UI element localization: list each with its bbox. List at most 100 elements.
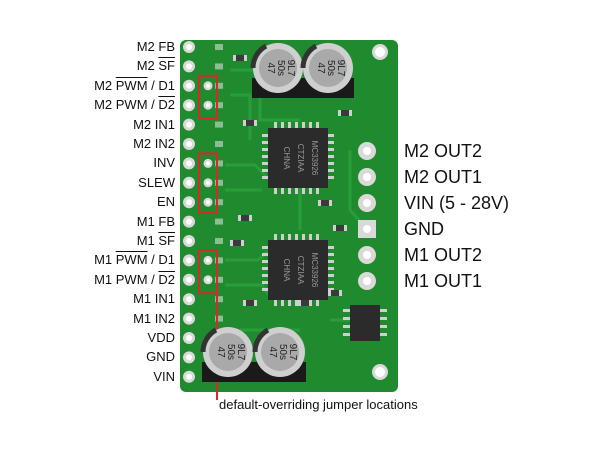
- left-pin-hole: [186, 160, 192, 167]
- left-pin-label: M1 PWM / D2: [94, 272, 175, 288]
- left-pin-hole: [186, 315, 192, 322]
- chip-pin: [328, 134, 334, 137]
- smd-terminal: [344, 225, 347, 231]
- pin-label-text: INV: [153, 155, 175, 171]
- pcb-board: [180, 40, 398, 392]
- pin-label-active-low: D2: [158, 271, 175, 287]
- capacitor-marking: 50s: [325, 60, 336, 76]
- small-ic-pin: [343, 309, 350, 312]
- capacitor-polarity-stripe: [200, 327, 218, 353]
- chip-pin: [302, 188, 305, 194]
- jumper-hole: [206, 180, 210, 185]
- smd-pad: [215, 121, 223, 128]
- smd-component: [235, 55, 245, 61]
- jumper-hole: [206, 258, 210, 263]
- pin-label-text: M1 IN2: [133, 310, 175, 326]
- chip-pin: [281, 234, 284, 240]
- chip-pin: [262, 288, 268, 291]
- chip-pin: [295, 188, 298, 194]
- chip-pin: [262, 169, 268, 172]
- smd-pad: [215, 238, 223, 244]
- capacitor-marking: 9L7: [285, 60, 296, 77]
- smd-pad: [215, 315, 223, 322]
- pin-label-text: M1: [136, 233, 159, 248]
- smd-terminal: [249, 215, 252, 221]
- left-pin-hole: [186, 82, 192, 89]
- pin-label-text: M2 IN1: [133, 116, 175, 132]
- pin-label-text: GND: [146, 349, 175, 365]
- chip-pin: [316, 234, 319, 240]
- smd-pad: [215, 44, 223, 50]
- right-pin-hole: [363, 251, 371, 259]
- left-pin-label: SLEW: [138, 175, 175, 191]
- smd-pad: [215, 218, 223, 225]
- chip-marking: CHNA: [282, 147, 291, 170]
- smd-component: [240, 215, 250, 221]
- right-pin-hole: [363, 147, 371, 155]
- capacitor-polarity-stripe: [300, 43, 318, 69]
- chip-pin: [302, 122, 305, 128]
- chip-pin: [295, 300, 298, 306]
- chip-pin: [262, 134, 268, 137]
- left-pin-hole: [186, 121, 192, 128]
- pin-label-active-low: PWM: [115, 77, 148, 93]
- capacitor-marking: 9L7: [287, 344, 298, 361]
- right-pin-label: M1 OUT2: [404, 245, 483, 265]
- smd-terminal: [338, 110, 341, 116]
- chip-pin: [295, 234, 298, 240]
- smd-pad: [215, 141, 223, 147]
- left-pin-hole: [186, 102, 192, 109]
- chip-pin: [262, 253, 268, 256]
- chip-pin: [328, 267, 334, 270]
- left-pin-label: M1 IN1: [133, 291, 175, 307]
- capacitor-marking: 47: [215, 346, 226, 358]
- chip-pin: [309, 122, 312, 128]
- right-pin-label: GND: [404, 219, 444, 239]
- jumper-hole: [206, 200, 210, 205]
- left-pin-label: M1 FB: [137, 214, 175, 230]
- smd-terminal: [333, 225, 336, 231]
- chip-pin: [262, 141, 268, 144]
- right-pin-hole: [363, 199, 371, 207]
- smd-terminal: [243, 120, 246, 126]
- chip-pin: [262, 246, 268, 249]
- capacitor-marking: 50s: [277, 344, 288, 360]
- left-pin-label: M1 IN2: [133, 311, 175, 327]
- chip-pin: [274, 234, 277, 240]
- smd-component: [232, 240, 242, 246]
- chip-pin: [316, 300, 319, 306]
- left-pin-hole: [186, 141, 192, 147]
- smd-terminal: [241, 240, 244, 246]
- pin-label-text: VIN: [153, 368, 175, 384]
- chip-pin: [288, 188, 291, 194]
- pin-label-text: M1 FB: [136, 213, 175, 229]
- smd-terminal: [254, 300, 257, 306]
- smd-pad: [215, 102, 223, 109]
- smd-pad: [215, 63, 223, 70]
- jumper-hole: [206, 103, 210, 108]
- right-pin-hole: [363, 277, 371, 285]
- right-pin-label: M1 OUT1: [404, 271, 483, 291]
- pin-label-text: M2 FB: [136, 39, 175, 54]
- left-pin-hole: [186, 335, 192, 341]
- capacitor-polarity-stripe: [252, 327, 270, 353]
- chip-pin: [328, 155, 334, 158]
- smd-pad: [215, 257, 223, 264]
- small-ic-pin: [380, 333, 387, 336]
- small-ic-pin: [380, 325, 387, 328]
- chip-pin: [262, 281, 268, 284]
- jumper-hole: [206, 161, 210, 166]
- pin-label-active-low: SF: [158, 233, 175, 248]
- chip-pin: [274, 122, 277, 128]
- pin-label-active-low: D2: [158, 97, 175, 113]
- smd-terminal: [243, 300, 246, 306]
- chip-pin: [262, 267, 268, 270]
- capacitor-marking: 47: [315, 62, 326, 74]
- chip-pin: [262, 162, 268, 165]
- smd-pad: [215, 179, 223, 186]
- capacitor-top: [309, 49, 347, 87]
- left-pin-hole: [186, 257, 192, 264]
- smd-component: [335, 225, 345, 231]
- jumper-box-config: [198, 152, 218, 214]
